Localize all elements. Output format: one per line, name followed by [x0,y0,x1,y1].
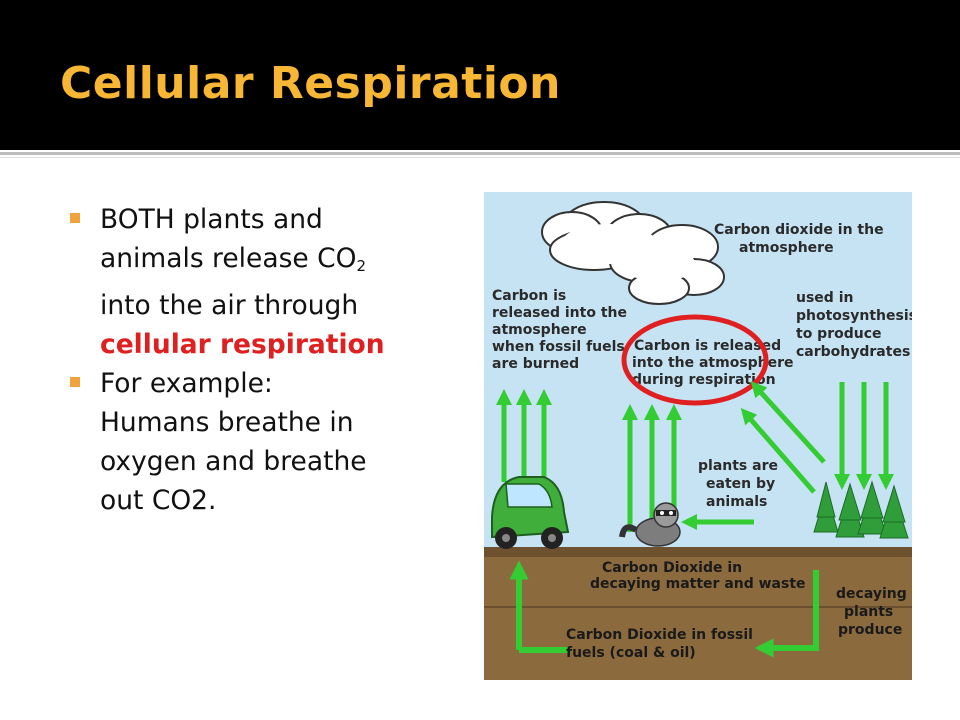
highlight-circle [621,314,769,406]
soil-top-strip [484,547,912,557]
photosynthesis-label: used in photosynthesis to produce carboh… [796,290,912,360]
fossil-fuel-label: Carbon is released into the atmosphere w… [492,288,627,372]
highlight-term: cellular respiration [100,329,385,360]
bullet-item: BOTH plants and animals release CO2 into… [70,200,460,364]
title-divider [0,152,960,155]
trees-icon [813,480,909,539]
diagram-label: atmosphere [492,322,587,338]
diagram-label: Carbon Dioxide in [602,560,742,576]
fossil-fuels-label: Carbon Dioxide in fossil fuels (coal & o… [566,627,753,661]
bullet-line: For example: [100,368,273,399]
diagonal-arrow-icon [750,381,826,464]
diagram-label: Carbon dioxide in the [714,222,884,238]
diagram-label: atmosphere [739,240,834,256]
soil-background [484,547,912,680]
decaying-plants-label: decaying plants produce [836,586,907,638]
diagram-label: released into the [492,305,627,321]
car-icon [491,476,570,549]
bullet-line: out CO2. [100,485,217,516]
diagonal-arrow-icon [740,407,816,494]
carbon-cycle-diagram: Carbon dioxide in the atmosphere Carbon … [484,192,912,680]
bullet-marker-icon [70,377,80,387]
left-arrow-icon [754,570,819,658]
diagram-label: photosynthesis [796,308,912,324]
diagram-label: decaying [836,586,907,602]
diagram-label: produce [838,622,902,638]
subscript: 2 [356,257,367,275]
bullet-list: BOTH plants and animals release CO2 into… [70,200,460,520]
arrow-group [495,381,895,532]
bullet-line: animals release CO2 [100,239,460,286]
diagram-label: to produce [796,326,882,342]
diagram-label: Carbon is released [634,338,781,354]
diagram-label: are burned [492,356,579,372]
diagram-label: Carbon Dioxide in fossil [566,627,753,643]
diagram-label: carbohydrates [796,344,910,360]
respiration-label: Carbon is released into the atmosphere d… [632,338,794,388]
diagram-label: eaten by [706,476,775,492]
bullet-line: oxygen and breathe [100,446,367,477]
diagram-label: during respiration [632,372,776,388]
diagram-label: decaying matter and waste [590,576,806,592]
underground-arrows [509,560,819,658]
title-divider-thin [0,157,960,158]
slide-title: Cellular Respiration [60,58,561,109]
diagram-label: Carbon is [492,288,566,304]
diagram-label: plants [844,604,893,620]
bullet-line: into the air through [100,290,359,321]
bullet-item: For example: Humans breathe in oxygen an… [70,364,460,520]
bullet-line: Humans breathe in [100,407,354,438]
diagram-label: fuels (coal & oil) [566,645,696,661]
raccoon-icon [619,502,681,547]
diagram-label: when fossil fuels [492,339,625,355]
atmosphere-label: Carbon dioxide in the atmosphere [714,222,884,256]
diagram-label: animals [706,494,767,510]
plants-eaten-label: plants are eaten by animals [698,458,778,510]
bullet-line: BOTH plants and [100,204,323,235]
decaying-matter-label: Carbon Dioxide in decaying matter and wa… [590,560,806,592]
diagram-label: used in [796,290,853,306]
diagram-label: into the atmosphere [632,355,794,371]
bullet-marker-icon [70,213,80,223]
title-bar [0,0,960,150]
bullet-text: animals release CO [100,243,357,274]
diagram-label: plants are [698,458,778,474]
